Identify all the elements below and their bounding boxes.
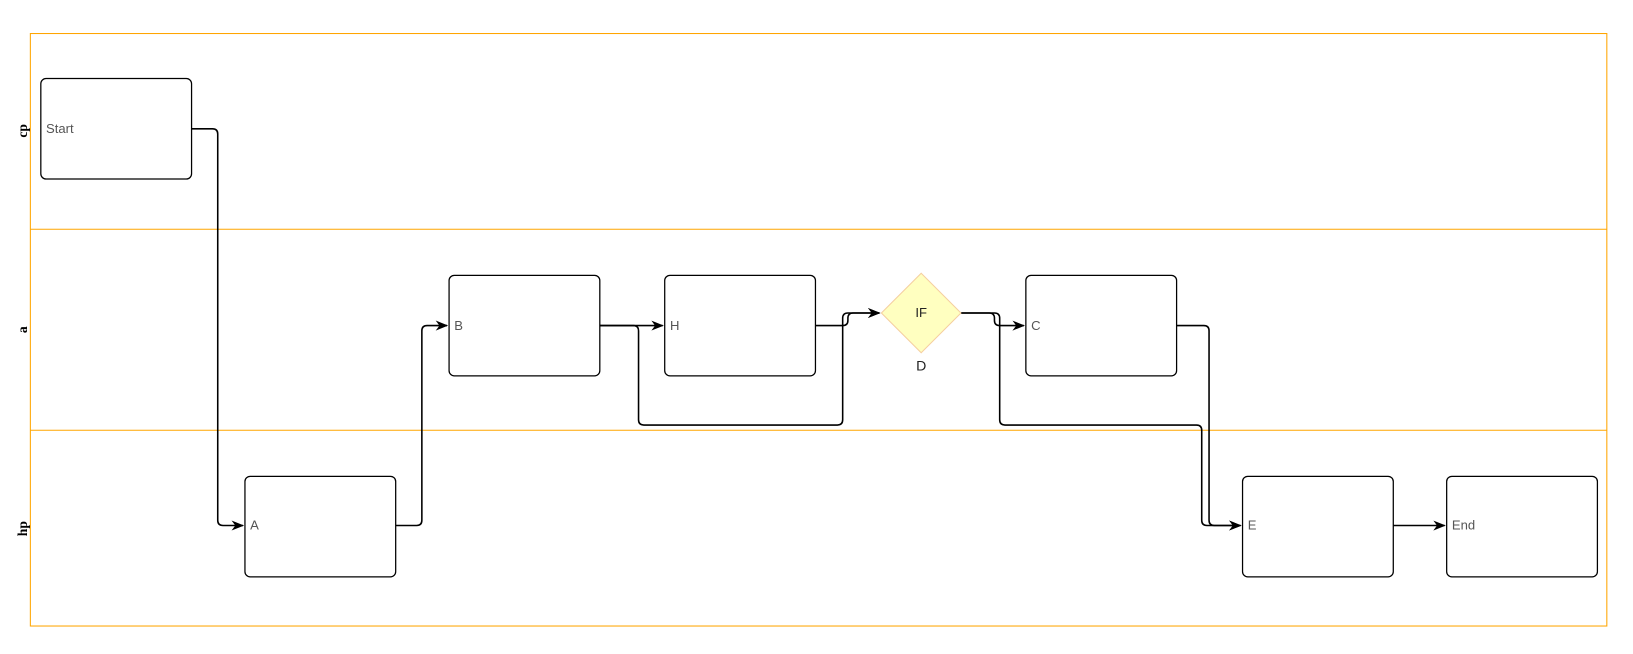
lane-label-cp: cp (15, 124, 30, 138)
decision-caption: D (916, 358, 926, 374)
edge-if-c[interactable] (960, 312, 1026, 331)
lane-label-hp: hp (15, 521, 30, 537)
node-e[interactable]: E (1241, 475, 1394, 578)
node-b[interactable]: B (448, 274, 601, 377)
decision-label: IF (915, 305, 927, 320)
edge-if-e[interactable] (960, 312, 1242, 531)
node-label: E (1248, 518, 1257, 533)
node-label: B (454, 318, 463, 333)
lane-label-a: a (15, 326, 30, 333)
edges (191, 128, 1446, 531)
node-h[interactable]: H (664, 274, 817, 377)
edge-a-b[interactable] (395, 320, 449, 527)
node-label: A (250, 518, 259, 533)
node-end[interactable]: End (1446, 475, 1599, 578)
node-label: Start (46, 121, 74, 136)
node-label: C (1031, 318, 1040, 333)
swimlane-pool: cp a hp (15, 33, 1608, 627)
node-label: End (1452, 518, 1475, 533)
edge-c-e[interactable] (1176, 324, 1242, 531)
edge-start-a[interactable] (191, 128, 245, 531)
node-c[interactable]: C (1025, 274, 1178, 377)
node-a[interactable]: A (244, 475, 397, 578)
edge-h-if[interactable] (815, 308, 881, 327)
node-if-decision[interactable]: IF D (880, 272, 962, 374)
node-label: H (670, 318, 679, 333)
edge-b-if[interactable] (599, 308, 881, 426)
node-start[interactable]: Start (40, 77, 193, 180)
